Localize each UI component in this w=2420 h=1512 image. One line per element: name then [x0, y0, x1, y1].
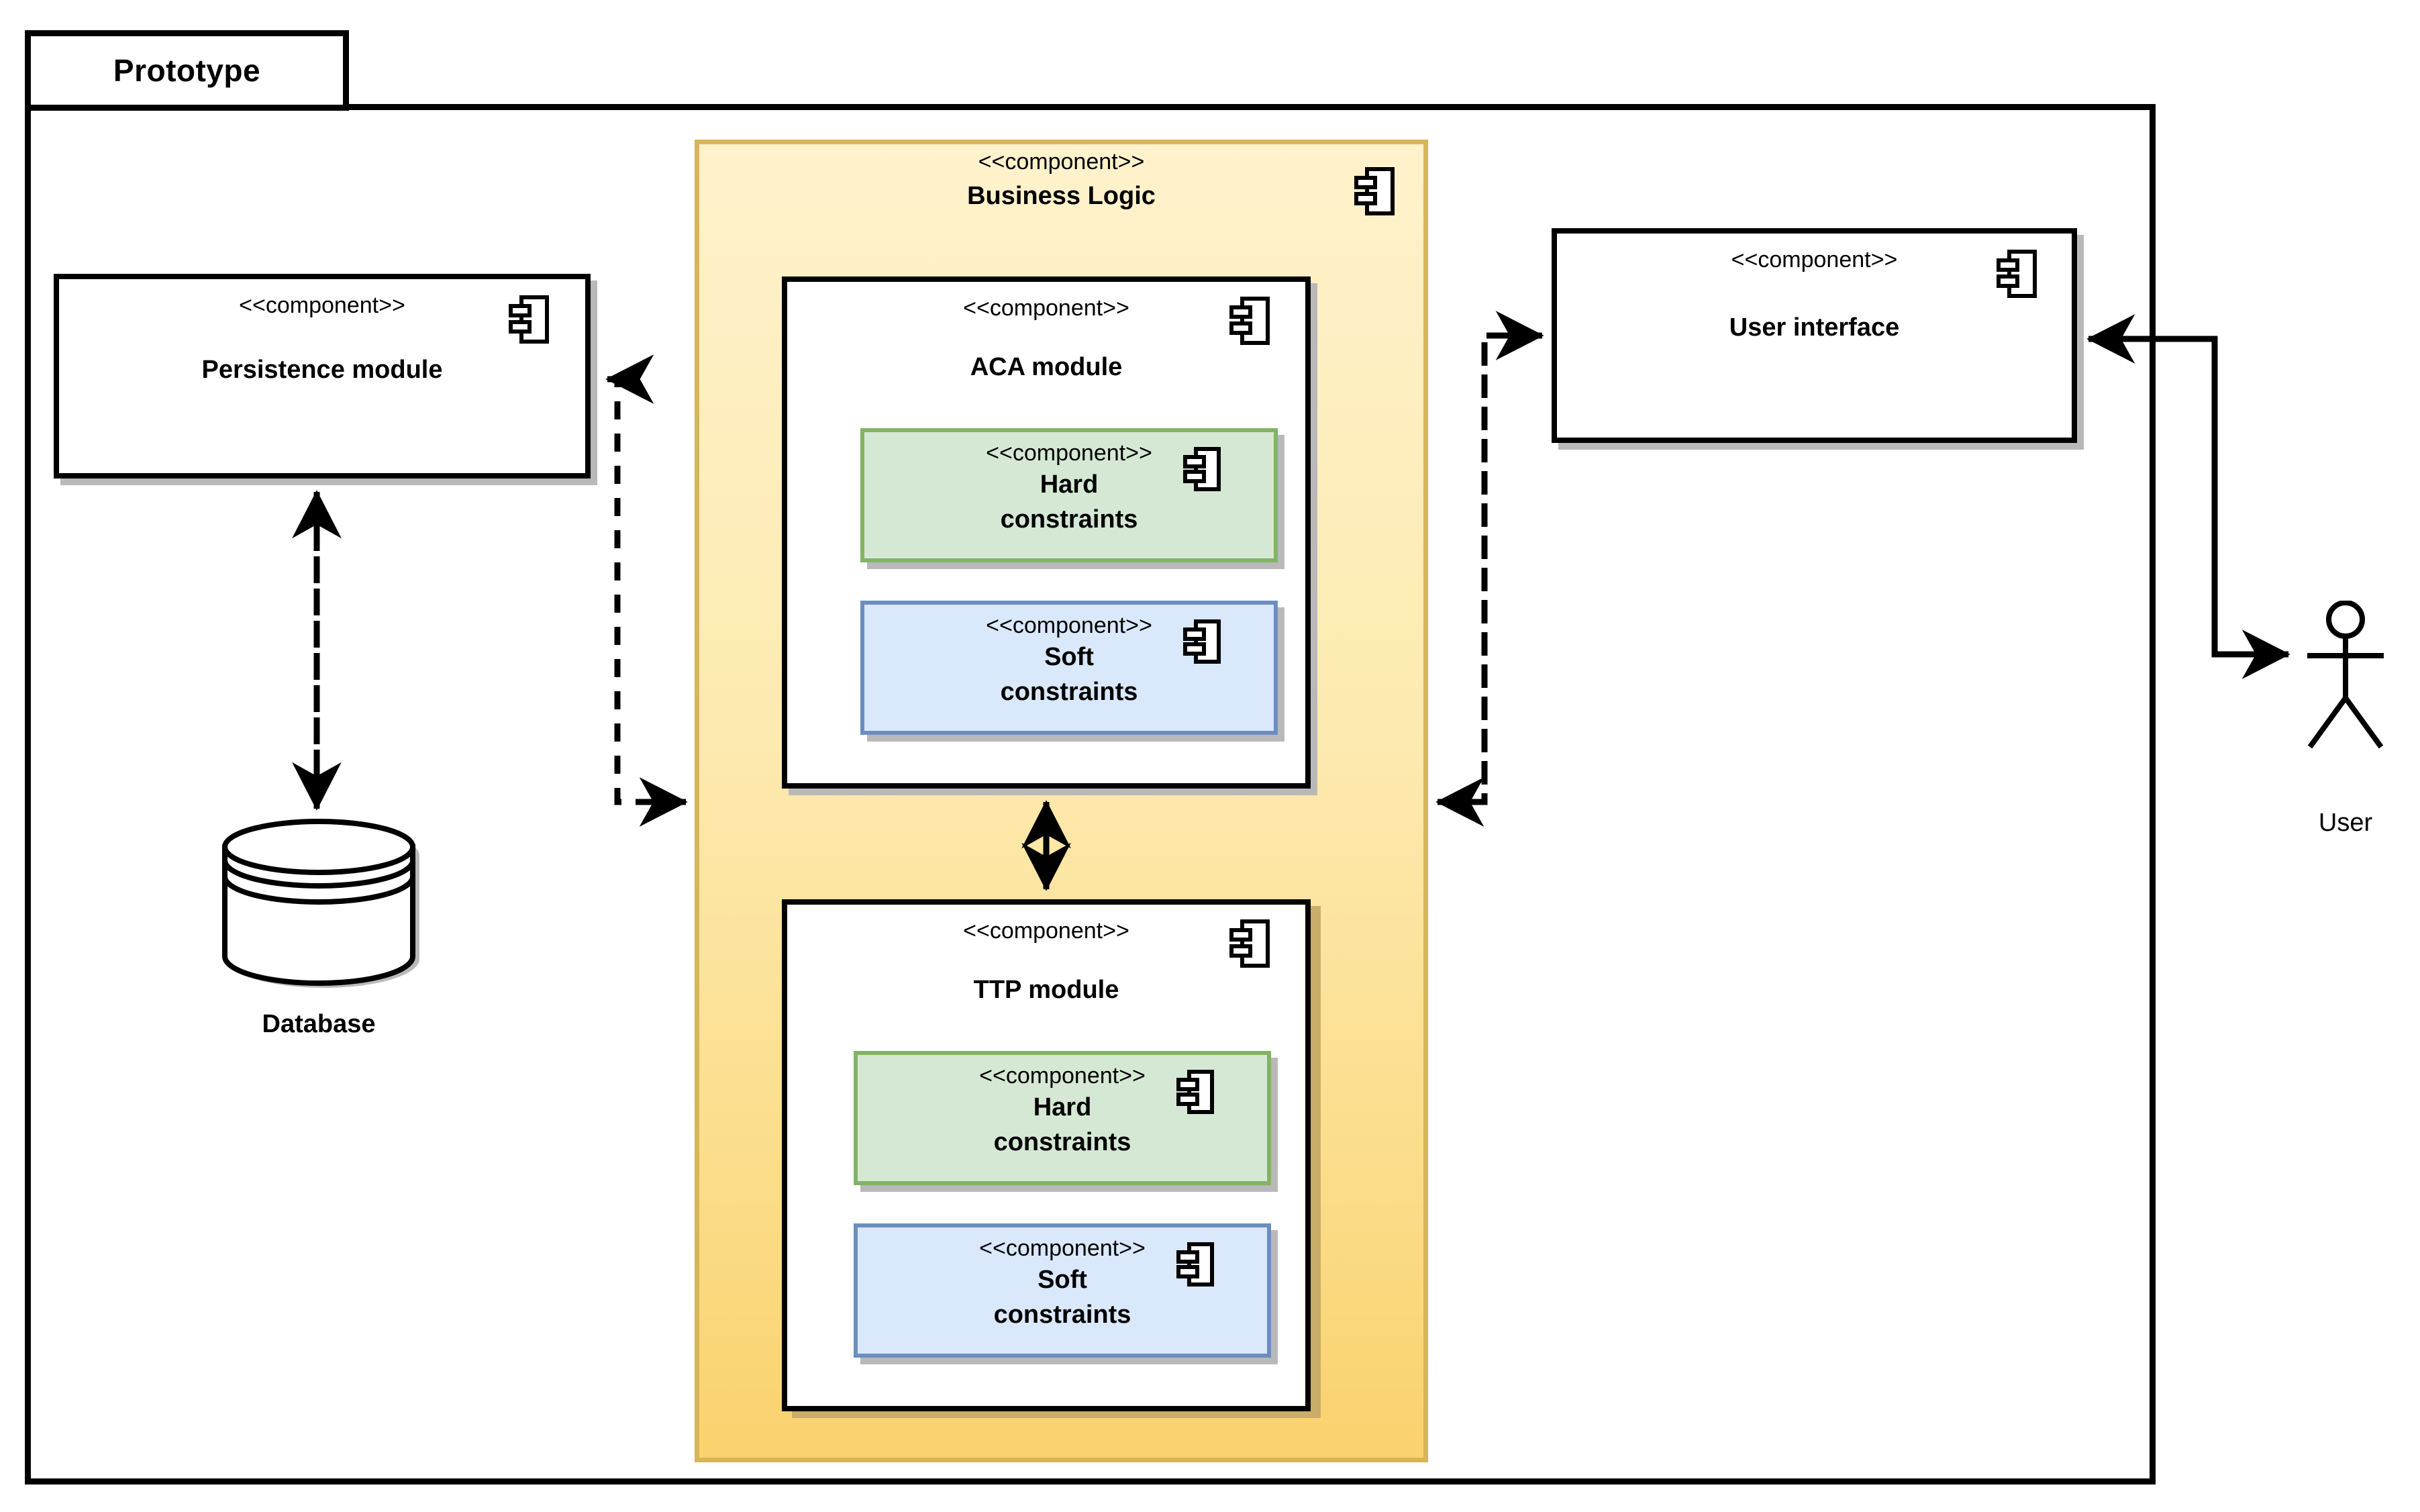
ttp-hard-constraints-stereotype: <<component>>: [979, 1063, 1146, 1089]
persistence-module-name: Persistence module: [201, 356, 443, 384]
aca-soft-constraints-name-line1: Soft: [1044, 643, 1094, 671]
component-user-interface[interactable]: <<component>> User interface: [1552, 228, 2077, 443]
user-interface-name: User interface: [1729, 313, 1900, 342]
component-icon: [1229, 297, 1270, 345]
ttp-module-name: TTP module: [973, 976, 1119, 1004]
component-persistence-module[interactable]: <<component>> Persistence module: [54, 274, 591, 478]
aca-hard-constraints-name-line1: Hard: [1040, 470, 1099, 499]
component-icon: [1183, 447, 1221, 491]
persistence-module-stereotype: <<component>>: [239, 293, 405, 318]
aca-soft-constraints-stereotype: <<component>>: [986, 613, 1152, 638]
user-label: User: [2318, 809, 2373, 837]
aca-module-stereotype: <<component>>: [963, 295, 1129, 321]
business-logic-header: <<component>> Business Logic: [695, 146, 1428, 227]
component-icon: [1997, 250, 2037, 298]
ttp-hard-constraints-name-line1: Hard: [1033, 1093, 1092, 1121]
node-database[interactable]: [221, 819, 419, 988]
node-user[interactable]: [2295, 601, 2396, 755]
business-logic-name: Business Logic: [967, 182, 1156, 210]
ttp-module-stereotype: <<component>>: [963, 918, 1129, 944]
prototype-frame-tab: Prototype: [25, 30, 349, 111]
ttp-soft-constraints-name-line2: constraints: [993, 1301, 1131, 1329]
user-interface-stereotype: <<component>>: [1731, 247, 1898, 272]
ttp-hard-constraints-name-line2: constraints: [993, 1128, 1131, 1156]
aca-module-name: ACA module: [970, 353, 1123, 381]
database-label: Database: [262, 1010, 376, 1038]
business-logic-stereotype: <<component>>: [978, 149, 1145, 174]
component-icon: [1183, 619, 1221, 664]
aca-hard-constraints-stereotype: <<component>>: [986, 440, 1152, 466]
prototype-frame: [25, 104, 2156, 1484]
component-icon: [1176, 1070, 1214, 1114]
component-icon: [1176, 1242, 1214, 1287]
component-icon: [1229, 919, 1270, 968]
actor-stick-figure-icon: [2307, 601, 2384, 749]
component-ttp-soft-constraints[interactable]: <<component>> Soft constraints: [854, 1223, 1271, 1358]
component-icon: [509, 295, 549, 344]
aca-soft-constraints-name-line2: constraints: [1000, 678, 1138, 706]
aca-hard-constraints-name-line2: constraints: [1000, 505, 1138, 534]
ttp-soft-constraints-name-line1: Soft: [1038, 1266, 1087, 1294]
database-cylinder-icon: [222, 819, 415, 986]
component-icon: [1354, 167, 1395, 215]
ttp-soft-constraints-stereotype: <<component>>: [979, 1236, 1146, 1261]
prototype-title: Prototype: [113, 53, 261, 88]
